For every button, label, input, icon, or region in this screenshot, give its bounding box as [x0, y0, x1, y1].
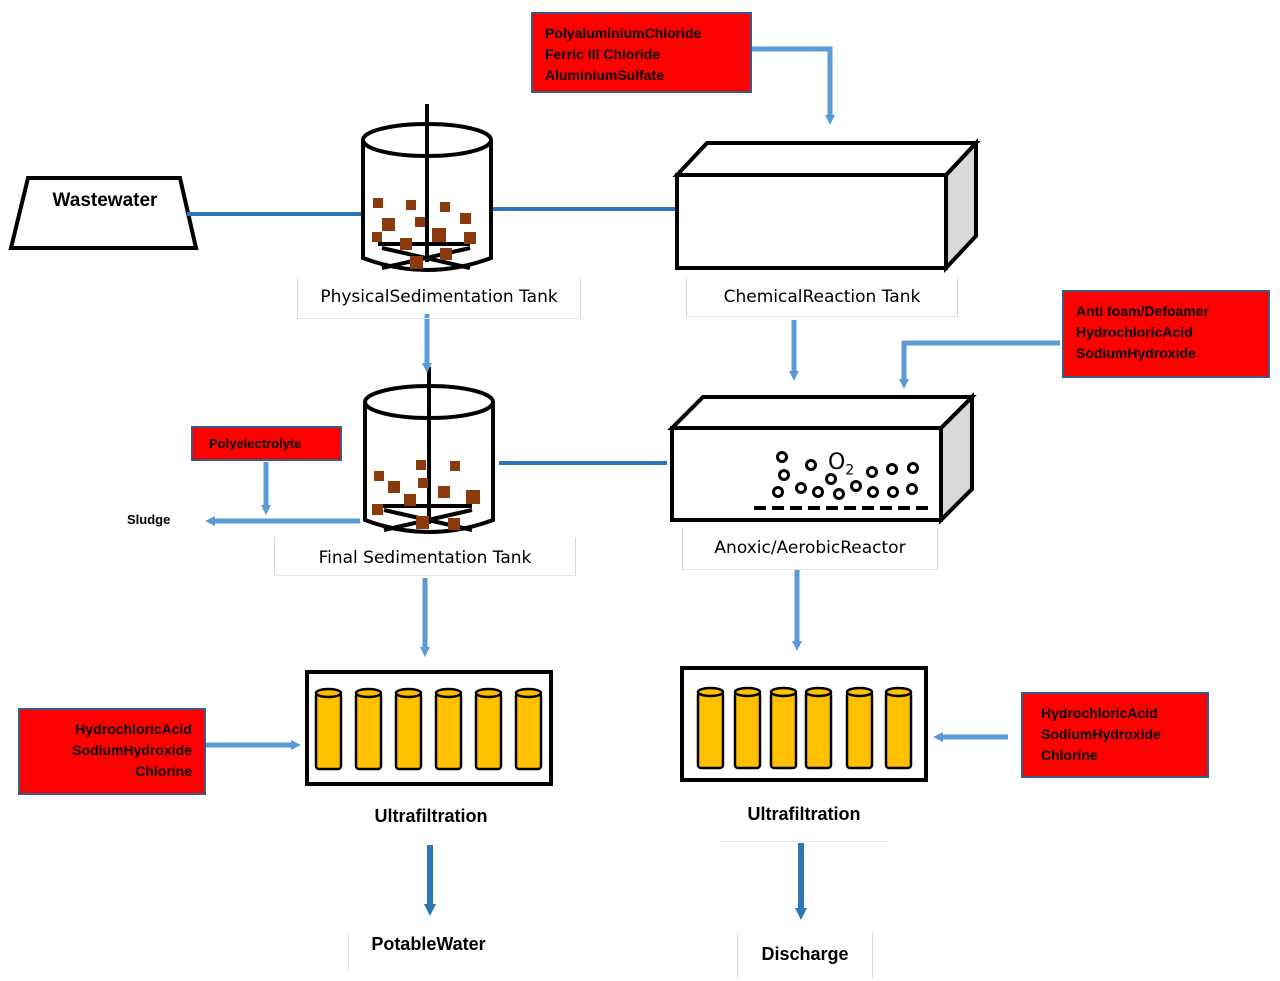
chemical-reaction-label: ChemicalReaction Tank [686, 277, 958, 317]
ultrafiltration-right-label: Ultrafiltration [720, 802, 888, 842]
chemical-item: Anti foam/Defoamer [1076, 303, 1210, 319]
coagulant-chemicals-box: PolyaluminiumChloride Ferric III Chlorid… [531, 12, 752, 93]
chemical-reaction-tank [672, 137, 981, 274]
chemical-item: Ferric III Chloride [545, 46, 661, 62]
wastewater-label: Wastewater [52, 190, 158, 211]
physical-sedimentation-tank [361, 104, 493, 272]
chemical-item: HydrochloricAcid [75, 721, 192, 737]
air-bubbles [772, 451, 919, 500]
wastewater-inlet-shape [8, 176, 199, 250]
chemical-item: SodiumHydroxide [1076, 345, 1196, 361]
ultrafiltration-unit-left [305, 670, 553, 786]
o2-symbol: O2 [828, 450, 854, 478]
anoxic-aerobic-reactor [667, 392, 977, 525]
polyelectrolyte-box: Polyelectrolyte [191, 426, 342, 461]
final-sedimentation-tank [363, 367, 495, 534]
chemical-item: Chlorine [135, 763, 192, 779]
arrow-additives-to-reactor [899, 340, 1060, 389]
physical-sedimentation-label: PhysicalSedimentation Tank [297, 277, 581, 319]
potable-water-label: PotableWater [348, 934, 508, 974]
chemical-item: Polyelectrolyte [209, 436, 302, 451]
ultrafiltration-left-label: Ultrafiltration [374, 806, 488, 826]
sludge-label: Sludge [127, 512, 171, 527]
chemical-item: PolyaluminiumChloride [545, 25, 702, 41]
final-sedimentation-label: Final Sedimentation Tank [274, 538, 576, 576]
o2-subscript: 2 [845, 462, 855, 479]
chemical-item: SodiumHydroxide [72, 742, 192, 758]
o2-letter: O [828, 450, 846, 475]
arrow-coagulants-to-chemical-tank [752, 46, 835, 125]
uf-right-cleaning-chemicals-box: HydrochloricAcid SodiumHydroxide Chlorin… [1021, 692, 1209, 778]
chemical-item: HydrochloricAcid [1041, 705, 1158, 721]
chemical-item: AluminiumSulfate [545, 67, 665, 83]
uf-left-cleaning-chemicals-box: HydrochloricAcid SodiumHydroxide Chlorin… [18, 708, 206, 795]
anoxic-aerobic-label: Anoxic/AerobicReactor [682, 528, 938, 570]
chemical-item: Chlorine [1041, 747, 1098, 763]
ultrafiltration-unit-right [680, 666, 928, 782]
chemical-item: HydrochloricAcid [1076, 324, 1193, 340]
chemical-item: SodiumHydroxide [1041, 726, 1161, 742]
discharge-label: Discharge [737, 932, 873, 978]
reactor-additives-box: Anti foam/Defoamer HydrochloricAcid Sodi… [1062, 290, 1270, 378]
